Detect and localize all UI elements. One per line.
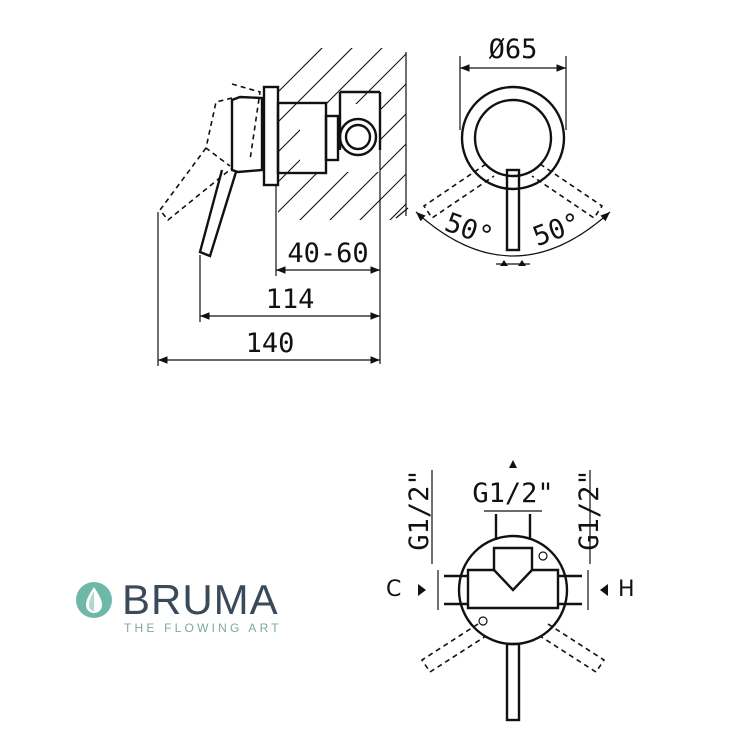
handle-alt-position bbox=[205, 97, 233, 167]
rear-lever-alt-right bbox=[539, 623, 606, 674]
rear-view: G1/2" G1/2" G1/2" C H bbox=[386, 460, 635, 722]
dim-diameter: Ø65 bbox=[489, 34, 538, 65]
handle-cap bbox=[230, 95, 264, 174]
angle-left: 50° bbox=[441, 207, 497, 253]
brand-tagline: THE FLOWING ART bbox=[124, 621, 282, 635]
left-thread-label: G1/2" bbox=[404, 469, 435, 550]
angle-right: 50° bbox=[529, 207, 585, 253]
dim-mid: 114 bbox=[266, 284, 315, 315]
handle-lever bbox=[198, 169, 238, 258]
side-view: 40-60 114 140 bbox=[157, 48, 409, 366]
wall-plate bbox=[262, 85, 280, 187]
rear-lever-alt-left bbox=[420, 623, 487, 674]
rear-lever bbox=[505, 642, 521, 722]
hot-label: H bbox=[618, 577, 635, 602]
dim-total: 140 bbox=[246, 328, 295, 359]
cold-label: C bbox=[386, 577, 401, 602]
front-lever bbox=[505, 168, 521, 252]
front-view: Ø65 50° 50° bbox=[415, 34, 611, 266]
outlet-ring bbox=[338, 117, 378, 157]
cover-plate bbox=[460, 85, 566, 191]
hot-arrow-icon bbox=[600, 584, 608, 596]
brand-name: BRUMA bbox=[122, 576, 279, 623]
dim-depth: 40-60 bbox=[287, 238, 368, 269]
drop-icon bbox=[76, 582, 112, 618]
valve-block bbox=[466, 546, 560, 610]
cold-arrow-icon bbox=[418, 584, 426, 596]
top-arrow-icon bbox=[509, 460, 517, 468]
top-thread-label: G1/2" bbox=[472, 478, 553, 509]
